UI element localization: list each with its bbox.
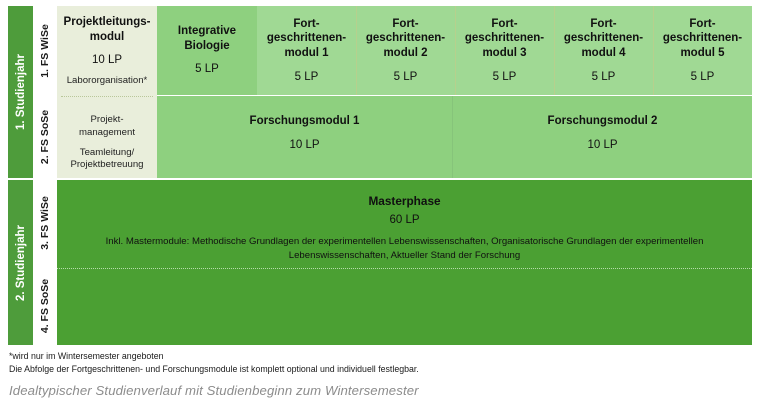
masterphase-semester-divider <box>57 268 752 269</box>
footnote-line-2: Die Abfolge der Fortgeschrittenen- und F… <box>9 363 419 374</box>
projektleitung-divider <box>61 96 153 97</box>
fm5-line3: modul 5 <box>680 47 725 59</box>
teamleitung-line2: Projektbetreuung <box>70 159 144 171</box>
year-label-1-text: 1. Studienjahr <box>14 53 27 131</box>
fm1-line2: geschrittenen- <box>266 32 347 45</box>
integrative-biologie-title-line1: Integrative <box>177 24 237 37</box>
module-divider-3 <box>554 6 555 95</box>
fm2-line1: Fort- <box>392 17 419 30</box>
forschungsmodul-divider <box>452 96 453 178</box>
fm3-line1: Fort- <box>491 17 518 30</box>
cell-fortgeschrittenenmodul-2: Fort- geschrittenen- modul 2 5 LP <box>356 6 455 95</box>
teamleitung-line1: Teamleitung/ <box>79 146 135 158</box>
fm5-line1: Fort- <box>689 17 716 30</box>
semester-label-3: 3. FS WiSe <box>33 180 57 266</box>
fm4-line1: Fort- <box>590 17 617 30</box>
semester-label-3-text: 3. FS WiSe <box>39 196 51 250</box>
fm4-line3: modul 4 <box>581 47 626 59</box>
forschungsmodul-1-title: Forschungsmodul 1 <box>249 115 360 127</box>
fm4-lp: 5 LP <box>591 70 616 83</box>
year-label-2: 2. Studienjahr <box>8 180 33 345</box>
projektleitungsmodul-title-line1: Projektleitungs- <box>63 16 151 28</box>
fm1-line1: Fort- <box>293 17 320 30</box>
fm2-line2: geschrittenen- <box>365 32 446 45</box>
module-divider-2 <box>455 6 456 95</box>
integrative-biologie-lp: 5 LP <box>195 63 219 76</box>
semester-label-4-text: 4. FS SoSe <box>39 278 51 334</box>
cell-integrative-biologie: Integrative Biologie 5 LP <box>157 6 257 95</box>
semester-label-1-text: 1. FS WiSe <box>39 23 51 78</box>
semester-label-2-text: 2. FS SoSe <box>39 109 51 165</box>
cell-fortgeschrittenenmodul-4: Fort- geschrittenen- modul 4 5 LP <box>554 6 653 95</box>
projektmanagement-line1: Projekt- <box>90 114 124 126</box>
cell-projektleitungsmodul: Projektleitungs- modul 10 LP Labororgani… <box>57 6 157 178</box>
forschungsmodul-2-title: Forschungsmodul 2 <box>547 115 658 127</box>
projektmanagement-line2: management <box>79 126 135 138</box>
fm3-line3: modul 3 <box>482 47 527 59</box>
module-divider-4 <box>653 6 654 95</box>
semester-label-4: 4. FS SoSe <box>33 267 57 345</box>
masterphase-lp: 60 LP <box>389 214 420 226</box>
year-label-1: 1. Studienjahr <box>8 6 33 178</box>
semester-label-2: 2. FS SoSe <box>33 96 57 178</box>
forschungsmodul-1-lp: 10 LP <box>289 138 320 151</box>
integrative-biologie-title-line2: Biologie <box>184 39 230 52</box>
curriculum-table: 1. Studienjahr 1. FS WiSe 2. FS SoSe Pro… <box>8 6 752 345</box>
fm5-line2: geschrittenen- <box>662 32 743 45</box>
study-year-2-block: 2. Studienjahr 3. FS WiSe 4. FS SoSe Mas… <box>8 180 752 345</box>
fm5-lp: 5 LP <box>690 70 715 83</box>
fm3-lp: 5 LP <box>492 70 517 83</box>
semester-label-1: 1. FS WiSe <box>33 6 57 95</box>
cell-fortgeschrittenenmodul-1: Fort- geschrittenen- modul 1 5 LP <box>257 6 356 95</box>
cell-forschungsmodul-1: Forschungsmodul 1 10 LP <box>157 96 452 178</box>
forschungsmodul-2-lp: 10 LP <box>587 138 618 151</box>
fm3-line2: geschrittenen- <box>464 32 545 45</box>
projektleitungsmodul-title-line2: modul <box>89 30 125 43</box>
fm1-lp: 5 LP <box>294 70 319 83</box>
fm2-lp: 5 LP <box>393 70 418 83</box>
masterphase-note: Inkl. Mastermodule: Methodische Grundlag… <box>105 236 704 261</box>
cell-fortgeschrittenenmodul-5: Fort- geschrittenen- modul 5 5 LP <box>653 6 752 95</box>
study-year-1-block: 1. Studienjahr 1. FS WiSe 2. FS SoSe Pro… <box>8 6 752 178</box>
projektleitungsmodul-lp: 10 LP <box>91 54 123 67</box>
fm2-line3: modul 2 <box>383 47 428 59</box>
module-divider-1 <box>356 6 357 95</box>
cell-masterphase: Masterphase 60 LP Inkl. Mastermodule: Me… <box>57 180 752 345</box>
year-label-2-text: 2. Studienjahr <box>14 224 27 301</box>
fm1-line3: modul 1 <box>284 47 329 59</box>
fm4-line2: geschrittenen- <box>563 32 644 45</box>
cell-fortgeschrittenenmodul-3: Fort- geschrittenen- modul 3 5 LP <box>455 6 554 95</box>
caption: Idealtypischer Studienverlauf mit Studie… <box>9 383 419 398</box>
masterphase-title: Masterphase <box>368 194 441 208</box>
cell-forschungsmodul-2: Forschungsmodul 2 10 LP <box>453 96 752 178</box>
projektleitungsmodul-sub: Labororganisation* <box>66 75 148 87</box>
footnotes: *wird nur im Wintersemester angeboten Di… <box>9 350 749 376</box>
footnote-line-1: *wird nur im Wintersemester angeboten <box>9 351 164 361</box>
